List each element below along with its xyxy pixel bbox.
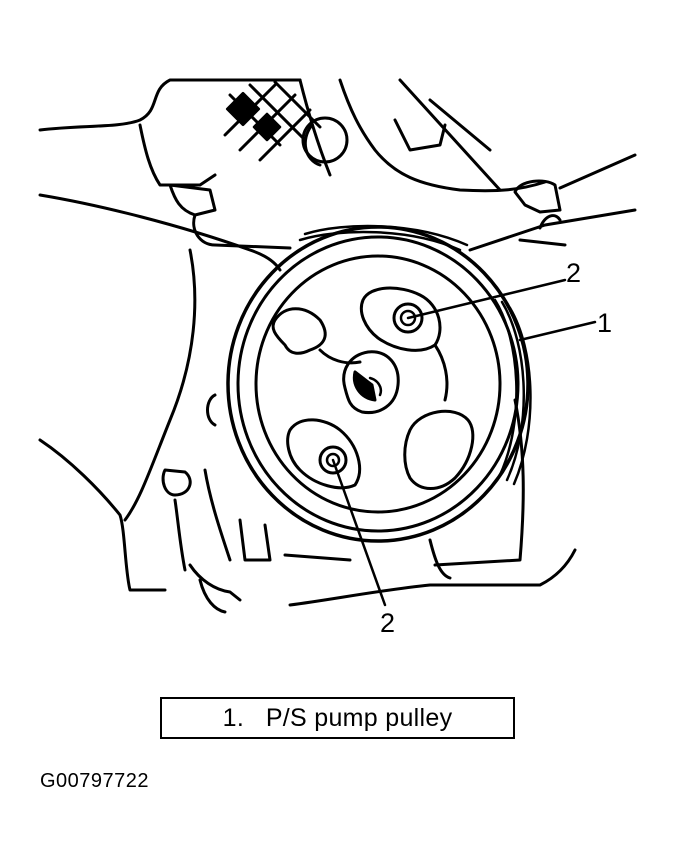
leader-lower-bolt <box>331 458 387 607</box>
lower-bolt <box>318 445 348 475</box>
legend-number: 1. <box>222 703 245 732</box>
figure-id: G00797722 <box>40 770 150 792</box>
upper-bolt <box>392 302 424 334</box>
engine-outline <box>38 78 637 614</box>
lower-left-window <box>286 418 362 490</box>
pulley-hub <box>342 350 400 415</box>
leader-pulley <box>518 320 597 342</box>
left-window <box>271 307 327 355</box>
legend-box: 1. P/S pump pulley <box>160 697 515 739</box>
legend-text: P/S pump pulley <box>265 703 453 732</box>
leader-upper-bolt <box>406 278 567 320</box>
callout-upper-bolt: 2 <box>566 258 582 288</box>
legend-spacer <box>244 704 266 733</box>
leader-lines <box>331 278 597 607</box>
lower-right-window <box>403 409 475 490</box>
lattice-ribs <box>223 80 322 162</box>
callout-pulley: 1 <box>597 308 613 338</box>
callout-lower-bolt: 2 <box>380 608 396 638</box>
ps-pump-pulley <box>226 224 532 543</box>
